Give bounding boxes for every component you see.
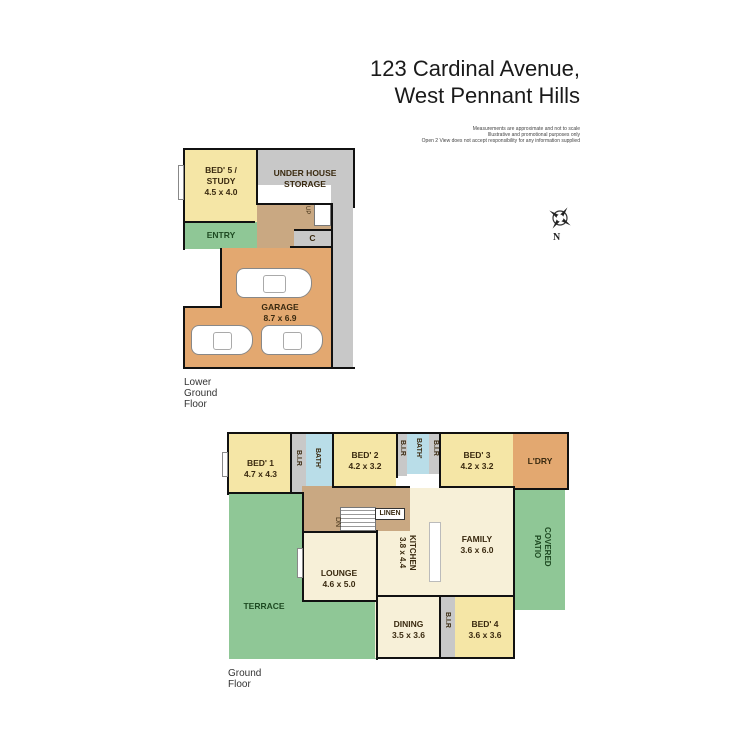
storage-label: UNDER HOUSE STORAGE xyxy=(273,168,337,189)
room-cupboard xyxy=(294,230,331,247)
lower-ground-floor-label: Lower Ground Floor xyxy=(184,377,218,410)
room-entry xyxy=(185,222,257,249)
compass-north-label: N xyxy=(553,232,561,243)
room-bed5-study xyxy=(185,150,257,222)
room-bed3 xyxy=(441,434,513,486)
room-bed2 xyxy=(334,434,396,486)
entry-label: ENTRY xyxy=(206,230,236,240)
bir1-label: B.I.R xyxy=(295,450,302,466)
storage-side-strip xyxy=(331,185,353,367)
bir4-label: B.I.R xyxy=(444,612,451,628)
room-bath1 xyxy=(306,434,334,486)
room-bir3 xyxy=(429,434,441,474)
stairs-up xyxy=(314,204,331,226)
address-line-2: West Pennant Hills xyxy=(394,83,580,108)
bir2-label: B.I.R xyxy=(399,440,406,456)
kitchen-bench xyxy=(429,522,441,582)
bir3-label: B.I.R xyxy=(432,440,439,456)
room-lounge xyxy=(302,531,376,601)
linen-label: LINEN xyxy=(379,510,401,517)
stairs-down xyxy=(340,507,376,531)
room-bath2 xyxy=(407,434,429,474)
room-bir4 xyxy=(441,596,455,658)
bath2-label: BATH' xyxy=(415,438,422,459)
address-line-1: 123 Cardinal Avenue, xyxy=(370,56,580,81)
room-under-house-storage xyxy=(257,150,353,185)
room-bed4 xyxy=(455,596,515,658)
ground-floor-label: Ground Floor xyxy=(228,668,262,690)
bay-window xyxy=(178,165,184,200)
room-laundry xyxy=(513,434,567,490)
bay-window xyxy=(297,548,303,578)
room-covered-patio xyxy=(515,490,565,610)
car-icon xyxy=(236,268,312,298)
bay-window xyxy=(222,452,228,477)
terrace-label: TERRACE xyxy=(243,601,285,611)
car-icon xyxy=(261,325,323,355)
disclaimer-line-1: Measurements are approximate and not to … xyxy=(472,126,580,132)
stairs-up-label: UP xyxy=(304,206,310,215)
laundry-label: L'DRY xyxy=(527,456,553,466)
car-icon xyxy=(191,325,253,355)
room-bed1 xyxy=(229,434,292,494)
room-linen xyxy=(375,508,405,520)
room-bir2 xyxy=(396,434,407,476)
covered-patio-label: COVERED PATIO xyxy=(533,527,552,567)
room-bir1 xyxy=(292,434,306,494)
disclaimer-line-2: Illustrative and promotional purposes on… xyxy=(487,132,580,138)
room-dining xyxy=(376,596,441,658)
cupboard-label: C xyxy=(309,233,316,243)
compass-rose-icon xyxy=(545,203,575,233)
disclaimer-line-3: Open 2 View does not accept responsibili… xyxy=(421,138,580,144)
stairs-down-label: DN xyxy=(334,517,341,528)
bath1-label: BATH' xyxy=(314,448,321,469)
